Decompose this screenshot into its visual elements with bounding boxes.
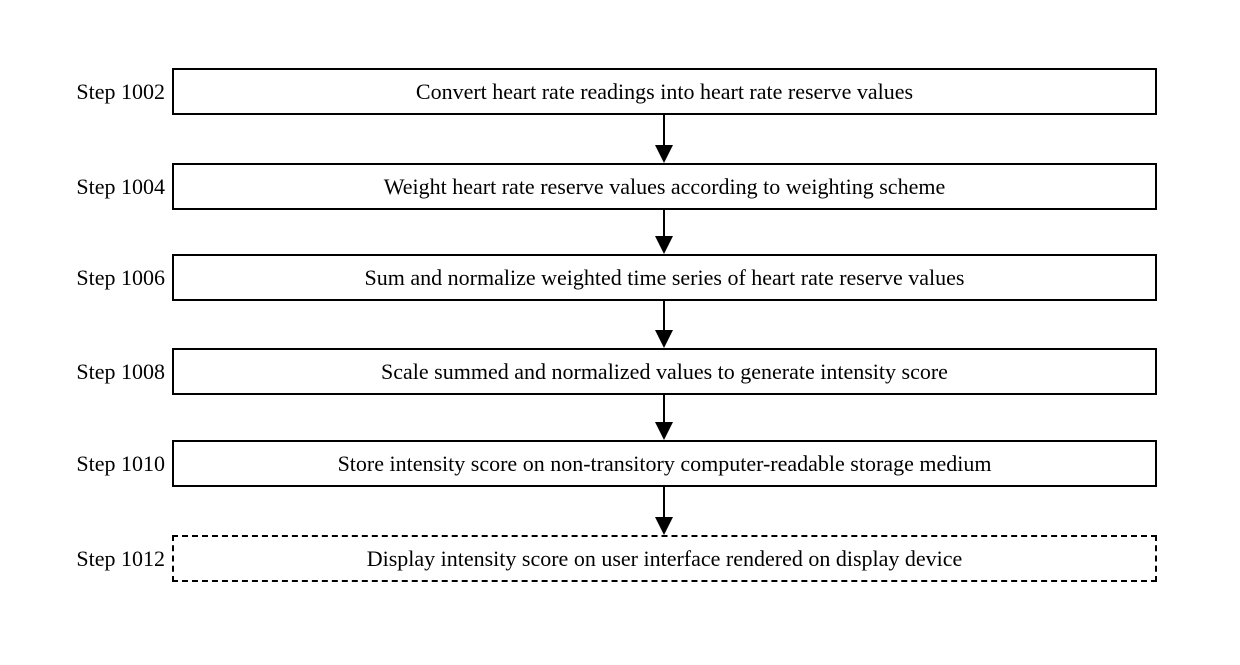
step-label-1002: Step 1002 (76, 79, 165, 104)
arrow-head (655, 422, 673, 440)
step-box-text: Scale summed and normalized values to ge… (381, 358, 948, 384)
arrow-down-icon (655, 393, 673, 440)
arrow-line (663, 113, 665, 145)
arrow-line (663, 208, 665, 236)
step-box-1008: Scale summed and normalized values to ge… (172, 348, 1157, 395)
arrow-line (663, 485, 665, 517)
step-box-1012: Display intensity score on user interfac… (172, 535, 1157, 582)
step-box-text: Sum and normalize weighted time series o… (364, 264, 965, 290)
step-label-1010: Step 1010 (76, 451, 165, 476)
arrow-head (655, 517, 673, 535)
step-box-1004: Weight heart rate reserve values accordi… (172, 163, 1157, 210)
step-label-1006: Step 1006 (76, 265, 165, 290)
arrow-head (655, 330, 673, 348)
arrow-down-icon (655, 113, 673, 163)
arrow-line (663, 393, 665, 422)
arrow-head (655, 236, 673, 254)
step-box-1010: Store intensity score on non-transitory … (172, 440, 1157, 487)
step-box-1002: Convert heart rate readings into heart r… (172, 68, 1157, 115)
step-label-1004: Step 1004 (76, 174, 165, 199)
step-box-text: Display intensity score on user interfac… (366, 545, 963, 571)
arrow-line (663, 299, 665, 330)
step-box-1006: Sum and normalize weighted time series o… (172, 254, 1157, 301)
arrow-down-icon (655, 485, 673, 535)
step-box-text: Convert heart rate readings into heart r… (415, 78, 914, 104)
step-box-text: Store intensity score on non-transitory … (337, 450, 992, 476)
step-label-1008: Step 1008 (76, 359, 165, 384)
arrow-down-icon (655, 299, 673, 348)
step-box-text: Weight heart rate reserve values accordi… (383, 173, 946, 199)
arrow-head (655, 145, 673, 163)
step-label-1012: Step 1012 (76, 546, 165, 571)
arrow-down-icon (655, 208, 673, 254)
